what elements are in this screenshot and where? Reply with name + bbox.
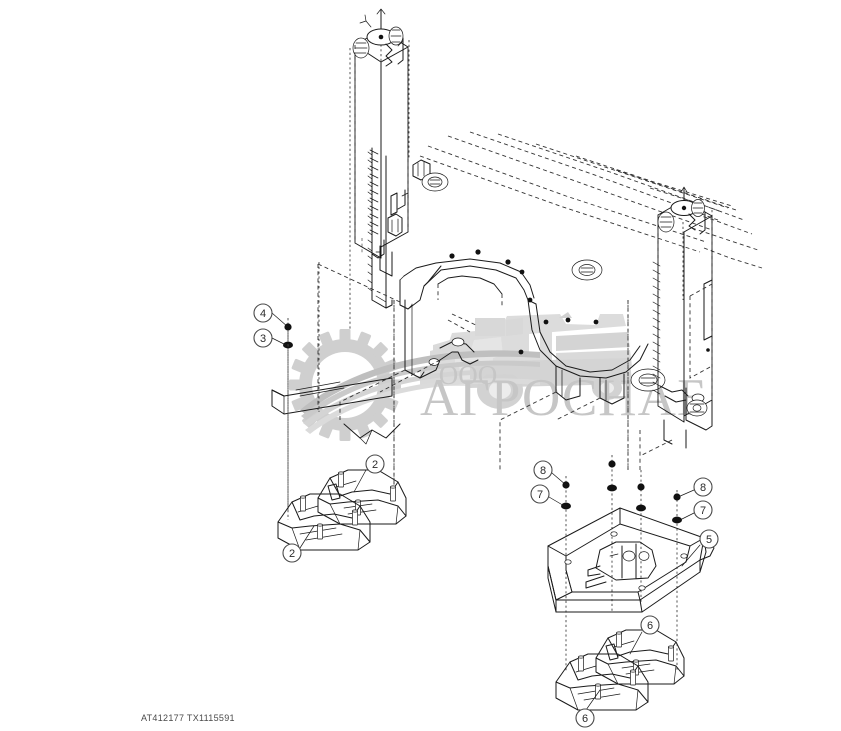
callout-label: 3 <box>260 333 266 345</box>
frame-main-casting <box>399 249 705 405</box>
right-fastener-stack <box>561 460 682 524</box>
callout-balloon: 6 <box>640 615 660 635</box>
step-part-2-upper <box>317 469 407 525</box>
callout-label: 8 <box>540 465 546 477</box>
drawing-reference-code: AT412177 TX1115591 <box>141 713 235 723</box>
right-column-top-fitting <box>657 186 706 235</box>
frame-left-plate <box>367 147 393 309</box>
step-part-2-lower <box>277 493 371 551</box>
callout-balloon: 4 <box>253 303 273 323</box>
callout-balloon: 7 <box>693 500 713 520</box>
callout-balloon: 8 <box>693 477 713 497</box>
callout-label: 2 <box>372 459 378 471</box>
callout-label: 6 <box>647 620 653 632</box>
column-top-fitting <box>352 8 404 67</box>
callout-label: 5 <box>706 534 712 546</box>
right-vertical-column <box>639 186 713 470</box>
callout-balloon: 7 <box>530 484 550 504</box>
frame-upper-brackets <box>379 159 449 277</box>
callout-balloon: 3 <box>253 328 273 348</box>
step-part-6-lower <box>555 653 649 711</box>
callout-balloon: 6 <box>575 708 595 728</box>
callout-label: 7 <box>537 489 543 501</box>
callout-balloon: 2 <box>365 454 385 474</box>
road-swoosh <box>300 350 540 434</box>
right-step-pair <box>555 629 685 711</box>
callout-label: 2 <box>289 548 295 560</box>
callout-label: 8 <box>700 482 706 494</box>
frame-hidden-lines <box>317 131 763 492</box>
tray-hinge-bracket <box>585 541 657 589</box>
main-frame-assembly <box>317 131 763 492</box>
left-mount-beam <box>271 377 401 445</box>
callout-group: 4 3 2 2 8 7 8 <box>253 303 719 728</box>
callout-label: 6 <box>582 713 588 725</box>
column-notch-stack <box>369 149 379 235</box>
step-part-6-upper <box>595 629 685 685</box>
callout-label: 4 <box>260 308 266 320</box>
callout-leaders <box>271 312 701 711</box>
watermark-ooo: ООО <box>439 360 498 390</box>
callout-label: 7 <box>700 505 706 517</box>
callout-balloon: 2 <box>282 543 302 563</box>
left-step-pair <box>277 469 407 551</box>
right-column-bottom-fitting <box>685 387 713 431</box>
left-vertical-column <box>352 8 409 259</box>
platform-tray-part-5 <box>547 507 715 613</box>
callout-balloon: 5 <box>699 529 719 549</box>
callout-balloon: 8 <box>533 460 553 480</box>
